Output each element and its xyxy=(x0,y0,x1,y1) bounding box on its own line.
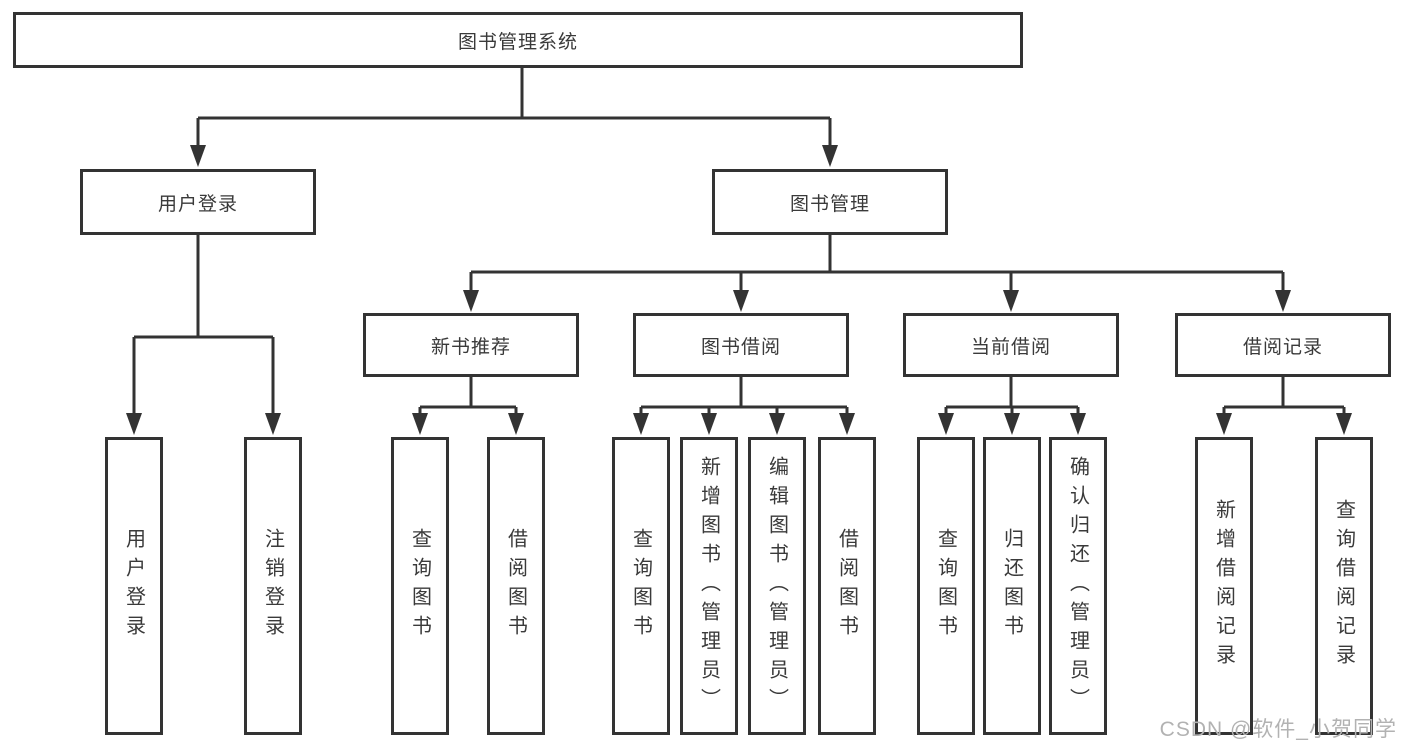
leaf-label: 借阅图书 xyxy=(835,528,858,644)
node-label: 新书推荐 xyxy=(430,336,511,358)
leaf-user-login: 用户登录 xyxy=(105,437,163,735)
leaf-label: 确认归还（管理员） xyxy=(1066,455,1089,717)
node-borrowing-records: 借阅记录 xyxy=(1175,313,1391,377)
leaf-label: 查询图书 xyxy=(408,528,431,644)
node-new-book-recommend: 新书推荐 xyxy=(363,313,579,377)
node-label: 借阅记录 xyxy=(1242,336,1323,358)
leaf-query-books-current: 查询图书 xyxy=(917,437,975,735)
leaf-label: 查询图书 xyxy=(629,528,652,644)
node-book-borrowing: 图书借阅 xyxy=(633,313,849,377)
node-label: 图书管理系统 xyxy=(457,31,578,53)
node-label: 当前借阅 xyxy=(970,336,1051,358)
leaf-add-books-admin: 新增图书（管理员） xyxy=(680,437,738,735)
leaf-add-borrow-record: 新增借阅记录 xyxy=(1195,437,1253,735)
leaf-borrow-books: 借阅图书 xyxy=(818,437,876,735)
leaf-label: 编辑图书（管理员） xyxy=(765,455,788,717)
leaf-label: 归还图书 xyxy=(1000,528,1023,644)
node-library-management-system: 图书管理系统 xyxy=(13,12,1023,68)
node-label: 图书管理 xyxy=(789,193,870,215)
leaf-label: 新增借阅记录 xyxy=(1212,499,1235,673)
node-label: 用户登录 xyxy=(157,193,238,215)
leaf-query-books-borrowing: 查询图书 xyxy=(612,437,670,735)
node-label: 图书借阅 xyxy=(700,336,781,358)
leaf-edit-books-admin: 编辑图书（管理员） xyxy=(748,437,806,735)
leaf-return-books: 归还图书 xyxy=(983,437,1041,735)
leaf-logout: 注销登录 xyxy=(244,437,302,735)
leaf-query-books-recommend: 查询图书 xyxy=(391,437,449,735)
leaf-confirm-return-admin: 确认归还（管理员） xyxy=(1049,437,1107,735)
leaf-label: 用户登录 xyxy=(122,528,145,644)
leaf-label: 查询借阅记录 xyxy=(1332,499,1355,673)
leaf-label: 注销登录 xyxy=(261,528,284,644)
leaf-borrow-books-recommend: 借阅图书 xyxy=(487,437,545,735)
node-book-management: 图书管理 xyxy=(712,169,948,235)
leaf-label: 查询图书 xyxy=(934,528,957,644)
leaf-query-borrow-record: 查询借阅记录 xyxy=(1315,437,1373,735)
leaf-label: 借阅图书 xyxy=(504,528,527,644)
watermark: CSDN @软件_小贺同学 xyxy=(1159,718,1397,741)
node-current-borrowing: 当前借阅 xyxy=(903,313,1119,377)
leaf-label: 新增图书（管理员） xyxy=(697,455,720,717)
node-user-login-branch: 用户登录 xyxy=(80,169,316,235)
